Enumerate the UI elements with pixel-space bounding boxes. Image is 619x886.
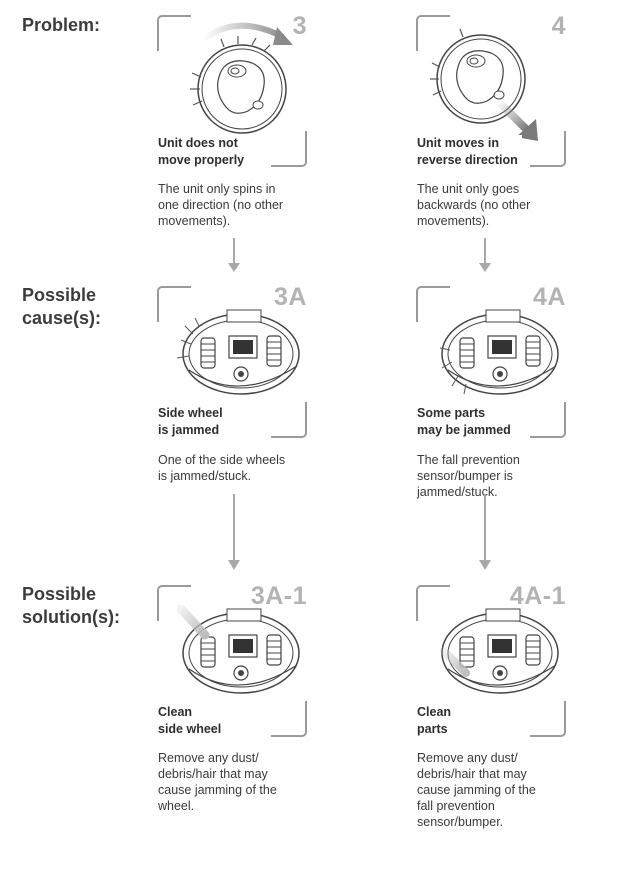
cause-description: The fall prevention sensor/bumper is jam… (417, 453, 520, 499)
solution-4a1-panel: 4A-1 Clean parts (416, 582, 566, 738)
step-code: 4A-1 (509, 582, 566, 610)
frame-corner (416, 286, 450, 322)
step-code: 3 (292, 12, 307, 40)
down-arrow-icon (479, 494, 491, 570)
problem-4-panel: 4 Unit moves in reverse direction (416, 12, 566, 169)
possible-cause-label: Possible cause(s): (22, 285, 102, 328)
robot-underside-icon (441, 608, 559, 694)
cause-4a-panel: 4A Some parts may be jammed (416, 283, 566, 439)
down-arrow-icon (479, 238, 491, 272)
problem-description: The unit only spins in one direction (no… (158, 182, 284, 228)
robot-underside-icon (439, 309, 559, 395)
possible-solution-label: Possible solution(s): (22, 584, 120, 627)
spin-arrow-icon (201, 22, 293, 45)
frame-corner (271, 701, 307, 737)
frame-corner (416, 15, 450, 51)
solution-3a1-panel: 3A-1 Clean side wheel (157, 582, 307, 738)
solution-description: Remove any dust/ debris/hair that may ca… (158, 751, 277, 813)
frame-corner (530, 402, 566, 438)
problem-3-panel: 3 Unit does not move properly (157, 12, 307, 169)
cause-description: One of the side wheels is jammed/stuck. (158, 453, 286, 483)
step-code: 3A-1 (250, 582, 307, 610)
robot-top-view-icon (190, 36, 287, 134)
solution-description: Remove any dust/ debris/hair that may ca… (417, 751, 536, 829)
cause-title: Unit does not move properly (158, 135, 249, 169)
robot-underside-icon (176, 309, 300, 395)
robot-underside-icon (182, 608, 300, 694)
cleaning-brush-icon (177, 605, 210, 640)
frame-corner (530, 701, 566, 737)
solution-title: Clean side wheel (158, 704, 226, 738)
problem-label: Problem: (22, 15, 101, 35)
frame-corner (530, 131, 566, 167)
step-code: 4A (533, 283, 566, 311)
down-arrow-icon (228, 238, 240, 272)
step-code: 3A (274, 283, 307, 311)
frame-corner (271, 402, 307, 438)
step-code: 4 (551, 12, 566, 40)
cause-3a-panel: 3A Side wheel is jammed (157, 283, 307, 439)
cause-title: Some parts may be jammed (417, 405, 515, 439)
frame-corner (271, 131, 307, 167)
frame-corner (157, 15, 191, 51)
cleaning-brush-icon (440, 647, 470, 677)
down-arrow-icon (228, 494, 240, 570)
problem-description: The unit only goes backwards (no other m… (417, 182, 531, 228)
frame-corner (157, 585, 191, 621)
frame-corner (416, 585, 450, 621)
solution-title: Clean parts (417, 704, 456, 738)
cause-title: Unit moves in reverse direction (417, 135, 522, 169)
cause-title: Side wheel is jammed (158, 405, 227, 439)
frame-corner (157, 286, 191, 322)
